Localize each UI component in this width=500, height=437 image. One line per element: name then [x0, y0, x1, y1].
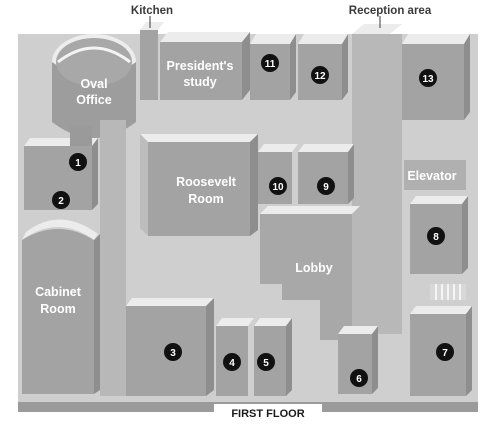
oval-office-label: Oval: [80, 77, 107, 91]
cabinet-room: Cabinet Room: [22, 219, 100, 394]
elevator-label: Elevator: [407, 169, 456, 183]
marker-9: 9: [317, 177, 335, 195]
elevator-area: Elevator: [404, 160, 466, 190]
oval-office: Oval Office: [52, 34, 136, 138]
svg-text:13: 13: [422, 74, 434, 85]
floor-label: FIRST FLOOR: [231, 408, 304, 420]
room-6: [338, 326, 378, 394]
presidents-study-label: President's: [167, 59, 234, 73]
cabinet-room-label-2: Room: [40, 302, 75, 316]
svg-text:8: 8: [433, 232, 439, 243]
svg-text:12: 12: [314, 71, 326, 82]
marker-8: 8: [427, 227, 445, 245]
marker-13: 13: [419, 69, 437, 87]
kitchen-label: Kitchen: [131, 5, 173, 17]
room-3: [126, 298, 214, 396]
svg-text:5: 5: [263, 358, 269, 369]
marker-11: 11: [261, 54, 279, 72]
marker-12: 12: [311, 66, 329, 84]
svg-text:7: 7: [442, 348, 448, 359]
svg-text:3: 3: [170, 348, 176, 359]
stairs: [430, 284, 466, 300]
svg-text:10: 10: [272, 182, 284, 193]
marker-2: 2: [52, 191, 70, 209]
marker-3: 3: [164, 343, 182, 361]
marker-10: 10: [269, 177, 287, 195]
room-5: [254, 318, 292, 396]
svg-text:6: 6: [356, 374, 362, 385]
svg-text:2: 2: [58, 196, 64, 207]
svg-text:9: 9: [323, 182, 329, 193]
marker-6: 6: [350, 369, 368, 387]
svg-text:11: 11: [265, 59, 276, 70]
svg-text:1: 1: [75, 158, 81, 169]
west-corridor: [100, 120, 126, 396]
lobby-label: Lobby: [295, 261, 333, 275]
oval-office-label-2: Office: [76, 93, 111, 107]
roosevelt-room: Roosevelt Room: [140, 134, 258, 236]
floor-title: FIRST FLOOR: [214, 404, 322, 422]
marker-7: 7: [436, 343, 454, 361]
presidents-study-label-2: study: [183, 75, 216, 89]
marker-4: 4: [223, 353, 241, 371]
roosevelt-room-label-2: Room: [188, 192, 223, 206]
room-12: [298, 34, 348, 100]
marker-5: 5: [257, 353, 275, 371]
roosevelt-room-label: Roosevelt: [176, 175, 237, 189]
central-corridor: [352, 34, 402, 334]
marker-1: 1: [69, 153, 87, 171]
lobby: Lobby: [260, 206, 360, 340]
svg-text:4: 4: [229, 358, 235, 369]
room-13: [402, 34, 470, 120]
presidents-study: President's study: [160, 32, 250, 100]
cabinet-room-label: Cabinet: [35, 285, 82, 299]
kitchen-area: [140, 16, 164, 100]
reception-label: Reception area: [349, 5, 432, 17]
